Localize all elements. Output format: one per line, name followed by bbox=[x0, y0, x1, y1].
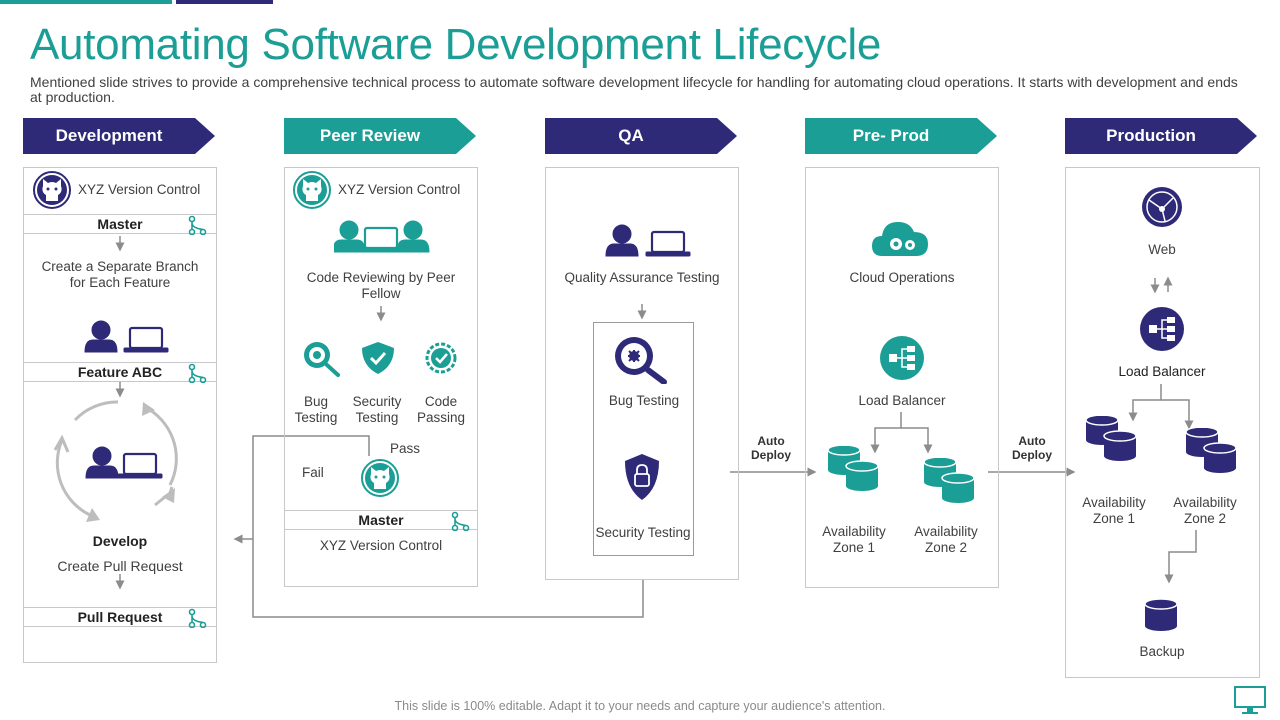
load-balancer-icon bbox=[880, 336, 924, 380]
arrow-prod-lb-zone1 bbox=[1128, 384, 1162, 422]
pr-master-strip: Master bbox=[284, 510, 478, 530]
security-shield-icon bbox=[362, 342, 394, 374]
bug-search-icon bbox=[304, 342, 340, 377]
cloud-gears-icon bbox=[872, 222, 928, 256]
monitor-icon bbox=[1234, 686, 1266, 714]
pr-bug-testing-label: Bug Testing bbox=[294, 394, 338, 425]
create-pr-label: Create Pull Request bbox=[57, 558, 183, 574]
database-icon bbox=[923, 458, 975, 504]
pr-code-passing-label: Code Passing bbox=[416, 394, 466, 425]
security-shield-lock-icon bbox=[625, 454, 659, 500]
prod-zone1-label: Availability Zone 1 bbox=[1082, 495, 1146, 526]
qa-bug-testing-label: Bug Testing bbox=[608, 393, 680, 408]
prod-lb-label: Load Balancer bbox=[1118, 364, 1206, 379]
create-branch-label: Create a Separate Branch for Each Featur… bbox=[41, 259, 199, 290]
arrow-lb-zone1 bbox=[870, 412, 902, 454]
octocat-icon bbox=[33, 171, 71, 209]
peer-review-panel bbox=[284, 167, 478, 587]
pull-request-strip: Pull Request bbox=[23, 607, 217, 627]
footer-note: This slide is 100% editable. Adapt it to… bbox=[394, 699, 886, 713]
database-icon bbox=[1085, 416, 1137, 462]
pre-prod-lb-label: Load Balancer bbox=[858, 393, 946, 408]
branch-icon bbox=[188, 608, 207, 628]
pre-prod-panel bbox=[805, 167, 999, 588]
page-subtitle: Mentioned slide strives to provide a com… bbox=[30, 74, 1238, 105]
database-icon bbox=[827, 446, 879, 492]
cloud-ops-label: Cloud Operations bbox=[849, 270, 955, 285]
stage-banner-development: Development bbox=[23, 118, 215, 154]
qa-testing-label: Quality Assurance Testing bbox=[564, 270, 720, 285]
develop-label: Develop bbox=[92, 533, 148, 549]
arrow-zone-backup bbox=[1164, 530, 1197, 584]
pr-version-control-label-2: XYZ Version Control bbox=[319, 538, 443, 553]
peer-review-people-icon bbox=[334, 220, 430, 254]
octocat-icon bbox=[361, 459, 399, 497]
dev-master-strip: Master bbox=[23, 214, 217, 234]
check-circle-icon bbox=[425, 342, 457, 374]
branch-icon bbox=[188, 215, 207, 235]
web-label: Web bbox=[1148, 242, 1176, 257]
arrow-prod-lb-zone2 bbox=[1161, 399, 1194, 430]
fail-label: Fail bbox=[302, 465, 324, 480]
pr-version-control-label: XYZ Version Control bbox=[338, 182, 461, 197]
dev-version-control-label: XYZ Version Control bbox=[78, 182, 201, 197]
pre-prod-zone1-label: Availability Zone 1 bbox=[822, 524, 886, 555]
database-icon bbox=[1185, 428, 1237, 474]
auto-deploy-label-1: Auto Deploy bbox=[750, 434, 791, 462]
backup-label: Backup bbox=[1139, 644, 1185, 659]
developer-laptop-icon bbox=[84, 320, 170, 354]
top-accent-bar-teal bbox=[0, 0, 172, 4]
qa-security-testing-label: Security Testing bbox=[595, 525, 691, 540]
branch-icon bbox=[188, 363, 207, 383]
pr-security-testing-label: Security Testing bbox=[352, 394, 402, 425]
stage-banner-production: Production bbox=[1065, 118, 1257, 154]
feature-strip: Feature ABC bbox=[23, 362, 217, 382]
octocat-icon bbox=[293, 171, 331, 209]
qa-person-laptop-icon bbox=[605, 224, 692, 258]
backup-database-icon bbox=[1144, 598, 1178, 631]
stage-banner-qa: QA bbox=[545, 118, 737, 154]
load-balancer-icon bbox=[1140, 307, 1184, 351]
stage-banner-pre-prod: Pre- Prod bbox=[805, 118, 997, 154]
stage-banner-peer-review: Peer Review bbox=[284, 118, 476, 154]
code-review-label: Code Reviewing by Peer Fellow bbox=[306, 270, 456, 301]
page-title: Automating Software Development Lifecycl… bbox=[30, 20, 882, 69]
qa-tests-box bbox=[593, 322, 694, 556]
globe-network-icon bbox=[1142, 187, 1182, 227]
pre-prod-zone2-label: Availability Zone 2 bbox=[914, 524, 978, 555]
develop-person-laptop-icon bbox=[85, 446, 164, 480]
top-accent-bar-navy bbox=[176, 0, 273, 4]
branch-icon bbox=[451, 511, 470, 531]
development-panel bbox=[23, 167, 217, 663]
arrow-lb-zone2 bbox=[901, 427, 933, 454]
fail-loop-line bbox=[252, 435, 644, 618]
qa-panel bbox=[545, 167, 739, 580]
bug-search-icon bbox=[615, 337, 667, 384]
pass-label: Pass bbox=[390, 441, 421, 456]
production-panel bbox=[1065, 167, 1260, 678]
auto-deploy-label-2: Auto Deploy bbox=[1011, 434, 1052, 462]
prod-zone2-label: Availability Zone 2 bbox=[1173, 495, 1237, 526]
